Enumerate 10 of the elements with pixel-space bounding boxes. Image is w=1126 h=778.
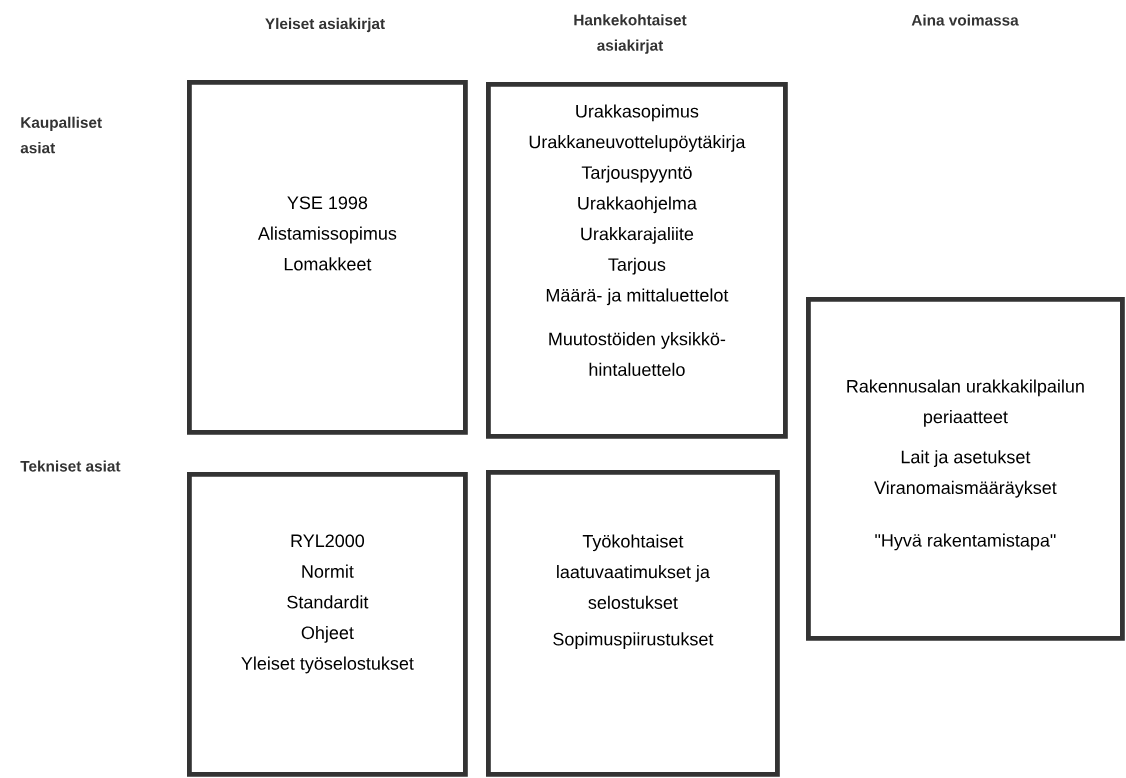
text-box: Työkohtaiset laatuvaatimukset ja selostukset Sopimuspiirustukset	[486, 470, 780, 777]
column-heading: Aina voimassa	[911, 14, 1019, 26]
row-heading: Kaupalliset asiat	[20, 116, 102, 154]
row-heading: Tekniset asiat	[20, 460, 121, 472]
text-box: Rakennusalan urakkakilpailun periaatteet Lait ja asetukset Viranomaismääräykset "Hyvä rakentamistapa"	[806, 297, 1125, 641]
text-box: YSE 1998 Alistamissopimus Lomakkeet	[187, 80, 468, 435]
text-box: Urakkasopimus Urakkaneuvottelupöytäkirja Tarjouspyyntö Urakkaohjelma Urakkarajaliite Tarjous Määrä- ja mittaluettelot Muutostöiden yksikkö- hintaluettelo	[486, 82, 788, 439]
text-box: RYL2000 Normit Standardit Ohjeet Yleiset työselostukset	[187, 472, 468, 777]
column-heading: Hankekohtaiset asiakirjat	[574, 14, 687, 54]
column-heading: Yleiset asiakirjat	[265, 17, 385, 33]
